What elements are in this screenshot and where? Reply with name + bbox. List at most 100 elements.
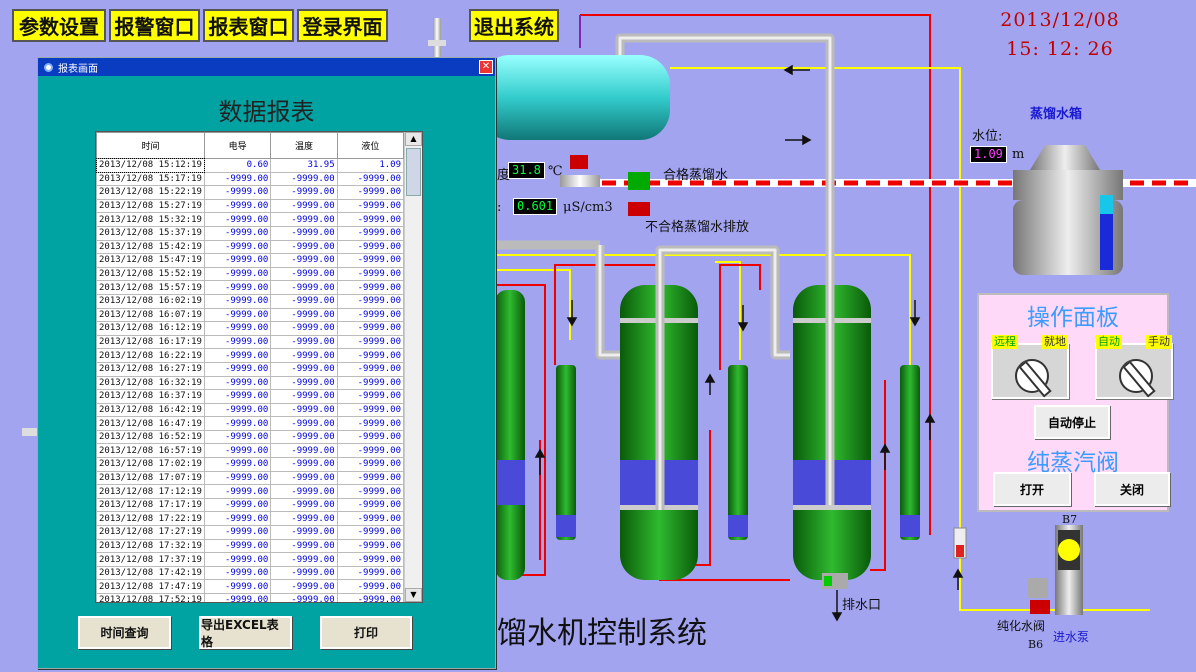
column-header-time[interactable]: 时间 (96, 132, 205, 159)
scroll-thumb[interactable] (406, 148, 421, 196)
cell-level[interactable]: -9999.00 (336, 171, 405, 187)
cell-temperature[interactable]: -9999.00 (270, 579, 338, 594)
cell-temperature[interactable]: -9999.00 (270, 266, 338, 282)
cell-temperature[interactable]: -9999.00 (270, 389, 338, 404)
cell-level[interactable]: -9999.00 (336, 375, 405, 391)
cell-temperature[interactable]: -9999.00 (270, 185, 338, 200)
cell-time[interactable]: 2013/12/08 16:32:19 (96, 375, 205, 391)
table-row[interactable]: 2013/12/08 16:52:19-9999.00-9999.00-9999… (96, 429, 405, 445)
table-row[interactable]: 2013/12/08 15:22:19-9999.00-9999.00-9999… (96, 185, 405, 200)
cell-conductivity[interactable]: -9999.00 (203, 266, 272, 282)
cell-level[interactable]: -9999.00 (336, 525, 405, 540)
scroll-down-icon[interactable]: ▼ (405, 588, 422, 602)
cell-conductivity[interactable]: -9999.00 (203, 484, 272, 499)
cell-level[interactable]: 1.09 (336, 158, 405, 173)
cell-conductivity[interactable]: -9999.00 (203, 239, 272, 255)
table-row[interactable]: 2013/12/08 15:17:19-9999.00-9999.00-9999… (96, 171, 405, 187)
table-row[interactable]: 2013/12/08 17:07:19-9999.00-9999.00-9999… (96, 470, 405, 486)
table-row[interactable]: 2013/12/08 15:47:19-9999.00-9999.00-9999… (96, 253, 405, 268)
cell-temperature[interactable]: -9999.00 (270, 484, 338, 499)
cell-time[interactable]: 2013/12/08 16:02:19 (96, 293, 205, 309)
cell-temperature[interactable]: -9999.00 (270, 334, 338, 350)
cell-conductivity[interactable]: -9999.00 (203, 307, 272, 323)
remote-local-switch[interactable]: 远程 就地 (991, 335, 1069, 399)
cell-time[interactable]: 2013/12/08 15:37:19 (96, 225, 205, 241)
cell-temperature[interactable]: -9999.00 (270, 552, 338, 567)
cell-time[interactable]: 2013/12/08 15:12:19 (96, 157, 206, 174)
cell-level[interactable]: -9999.00 (336, 307, 405, 323)
cell-temperature[interactable]: 31.95 (270, 158, 338, 173)
table-row[interactable]: 2013/12/08 16:02:19-9999.00-9999.00-9999… (96, 293, 405, 309)
param-settings-button[interactable]: 参数设置 (12, 9, 106, 42)
cell-time[interactable]: 2013/12/08 17:02:19 (96, 457, 205, 472)
cell-time[interactable]: 2013/12/08 16:12:19 (96, 321, 205, 336)
cell-time[interactable]: 2013/12/08 15:22:19 (96, 185, 205, 200)
cell-level[interactable]: -9999.00 (336, 593, 405, 602)
cell-conductivity[interactable]: -9999.00 (203, 348, 272, 363)
column-header-temperature[interactable]: 温度 (270, 132, 338, 159)
column-header-conductivity[interactable]: 电导 (203, 132, 272, 159)
cell-level[interactable]: -9999.00 (336, 185, 405, 200)
cell-temperature[interactable]: -9999.00 (270, 348, 338, 363)
cell-conductivity[interactable]: -9999.00 (203, 171, 272, 187)
cell-conductivity[interactable]: -9999.00 (203, 212, 272, 227)
cell-time[interactable]: 2013/12/08 16:37:19 (96, 389, 205, 404)
cell-conductivity[interactable]: -9999.00 (203, 565, 272, 581)
table-row[interactable]: 2013/12/08 16:07:19-9999.00-9999.00-9999… (96, 307, 405, 323)
cell-temperature[interactable]: -9999.00 (270, 497, 338, 513)
cell-time[interactable]: 2013/12/08 17:47:19 (96, 579, 205, 594)
cell-temperature[interactable]: -9999.00 (270, 525, 338, 540)
table-row[interactable]: 2013/12/08 17:32:19-9999.00-9999.00-9999… (96, 538, 405, 554)
cell-time[interactable]: 2013/12/08 17:52:19 (96, 593, 205, 602)
cell-conductivity[interactable]: -9999.00 (203, 280, 272, 295)
table-row[interactable]: 2013/12/08 17:47:19-9999.00-9999.00-9999… (96, 579, 405, 594)
vertical-scrollbar[interactable]: ▲ ▼ (404, 132, 422, 602)
cell-level[interactable]: -9999.00 (336, 266, 405, 282)
table-row[interactable]: 2013/12/08 17:27:19-9999.00-9999.00-9999… (96, 525, 405, 540)
alarm-window-button[interactable]: 报警窗口 (109, 9, 200, 42)
cell-temperature[interactable]: -9999.00 (270, 307, 338, 323)
table-row[interactable]: 2013/12/08 17:37:19-9999.00-9999.00-9999… (96, 552, 405, 567)
cell-time[interactable]: 2013/12/08 17:27:19 (96, 525, 205, 540)
report-window-titlebar[interactable]: 报表画面 (38, 58, 495, 76)
cell-time[interactable]: 2013/12/08 17:32:19 (96, 538, 205, 554)
cell-level[interactable]: -9999.00 (336, 239, 405, 255)
cell-temperature[interactable]: -9999.00 (270, 171, 338, 187)
table-row[interactable]: 2013/12/08 16:47:19-9999.00-9999.00-9999… (96, 416, 405, 431)
cell-conductivity[interactable]: -9999.00 (203, 402, 272, 418)
cell-time[interactable]: 2013/12/08 16:42:19 (96, 402, 205, 418)
cell-level[interactable]: -9999.00 (336, 253, 405, 268)
cell-conductivity[interactable]: -9999.00 (203, 429, 272, 445)
cell-time[interactable]: 2013/12/08 16:57:19 (96, 443, 205, 459)
auto-manual-switch[interactable]: 自动 手动 (1095, 335, 1173, 399)
table-row[interactable]: 2013/12/08 17:22:19-9999.00-9999.00-9999… (96, 511, 405, 527)
cell-level[interactable]: -9999.00 (336, 443, 405, 459)
cell-time[interactable]: 2013/12/08 16:17:19 (96, 334, 205, 350)
cell-level[interactable]: -9999.00 (336, 579, 405, 594)
cell-conductivity[interactable]: -9999.00 (203, 321, 272, 336)
cell-level[interactable]: -9999.00 (336, 212, 405, 227)
cell-temperature[interactable]: -9999.00 (270, 293, 338, 309)
cell-temperature[interactable]: -9999.00 (270, 593, 338, 602)
cell-temperature[interactable]: -9999.00 (270, 538, 338, 554)
cell-level[interactable]: -9999.00 (336, 198, 405, 214)
login-screen-button[interactable]: 登录界面 (297, 9, 388, 42)
cell-conductivity[interactable]: -9999.00 (203, 497, 272, 513)
cell-time[interactable]: 2013/12/08 15:27:19 (96, 198, 205, 214)
table-row[interactable]: 2013/12/08 16:42:19-9999.00-9999.00-9999… (96, 402, 405, 418)
cell-temperature[interactable]: -9999.00 (270, 253, 338, 268)
table-row[interactable]: 2013/12/08 15:52:19-9999.00-9999.00-9999… (96, 266, 405, 282)
cell-level[interactable]: -9999.00 (336, 225, 405, 241)
cell-conductivity[interactable]: 0.60 (203, 158, 272, 173)
table-row[interactable]: 2013/12/08 16:22:19-9999.00-9999.00-9999… (96, 348, 405, 363)
cell-level[interactable]: -9999.00 (336, 565, 405, 581)
cell-level[interactable]: -9999.00 (336, 402, 405, 418)
table-row[interactable]: 2013/12/08 15:57:19-9999.00-9999.00-9999… (96, 280, 405, 295)
cell-level[interactable]: -9999.00 (336, 511, 405, 527)
cell-temperature[interactable]: -9999.00 (270, 225, 338, 241)
cell-time[interactable]: 2013/12/08 15:42:19 (96, 239, 205, 255)
cell-level[interactable]: -9999.00 (336, 348, 405, 363)
time-query-button[interactable]: 时间查询 (78, 616, 171, 649)
auto-stop-button[interactable]: 自动停止 (1034, 405, 1110, 439)
